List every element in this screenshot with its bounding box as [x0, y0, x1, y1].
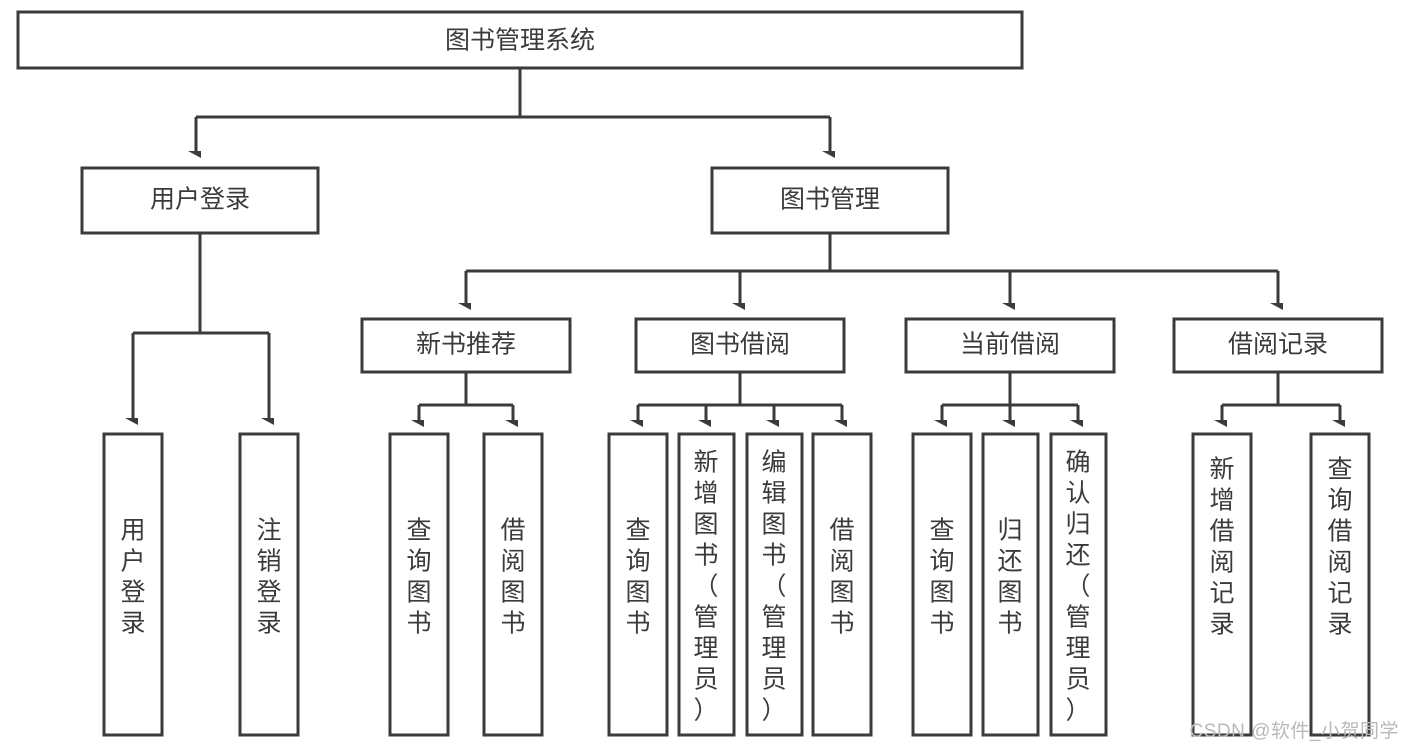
connector-current-to-leaves	[942, 372, 1078, 421]
leaf-return-book-label: 归还图书	[997, 517, 1022, 638]
leaf-add-borrow-record[interactable]: 新增借阅记录	[1191, 432, 1253, 737]
leaf-query-borrow-record-box[interactable]	[1309, 432, 1371, 737]
connector-borrow-to-leaves	[638, 372, 842, 421]
node-borrow-record-box[interactable]	[1172, 317, 1384, 374]
leaf-add-borrow-record-label: 新增借阅记录	[1209, 456, 1234, 639]
node-user-login-box[interactable]	[80, 166, 320, 235]
node-user-login[interactable]: 用户登录	[80, 166, 320, 235]
leaf-query-book-current-box[interactable]	[911, 432, 973, 737]
leaf-add-book-admin-label: 新增图书（管理员）	[693, 448, 718, 724]
leaf-borrow-book-box[interactable]	[811, 432, 873, 737]
node-book-borrow[interactable]: 图书借阅	[634, 317, 846, 374]
connector-userlogin-to-leaves	[133, 233, 269, 419]
leaf-confirm-return-admin[interactable]: 确认归还（管理员）	[1049, 432, 1108, 737]
node-root[interactable]: 图书管理系统	[16, 10, 1024, 70]
leaf-add-book-admin-box[interactable]	[677, 432, 736, 737]
leaf-user-login[interactable]: 用户登录	[102, 432, 164, 737]
connector-root-to-level1	[196, 68, 830, 152]
leaf-query-book-recommend[interactable]: 查询图书	[388, 432, 450, 737]
node-new-book-recommend[interactable]: 新书推荐	[360, 317, 572, 374]
leaf-query-borrow-record-label: 查询借阅记录	[1327, 456, 1352, 639]
node-current-borrow[interactable]: 当前借阅	[904, 317, 1116, 374]
leaf-logout-box[interactable]	[238, 432, 300, 737]
leaf-query-book-borrow-box[interactable]	[607, 432, 669, 737]
leaf-borrow-book[interactable]: 借阅图书	[811, 432, 873, 737]
leaf-query-book-borrow[interactable]: 查询图书	[607, 432, 669, 737]
node-book-borrow-box[interactable]	[634, 317, 846, 374]
node-book-management[interactable]: 图书管理	[710, 166, 950, 235]
connector-newbook-to-leaves	[419, 372, 513, 421]
leaf-return-book-box[interactable]	[981, 432, 1040, 737]
leaf-user-login-label: 用户登录	[120, 517, 145, 638]
leaf-add-book-admin[interactable]: 新增图书（管理员）	[677, 432, 736, 737]
leaf-query-book-current-label: 查询图书	[929, 517, 954, 638]
leaf-edit-book-admin-label: 编辑图书（管理员）	[761, 448, 786, 724]
node-book-borrow-label: 图书借阅	[690, 331, 790, 359]
node-new-book-recommend-box[interactable]	[360, 317, 572, 374]
connector-bookmgmt-to-level2	[466, 233, 1278, 304]
leaf-confirm-return-admin-box[interactable]	[1049, 432, 1108, 737]
node-borrow-record[interactable]: 借阅记录	[1172, 317, 1384, 374]
node-root-box[interactable]	[16, 10, 1024, 70]
leaf-return-book[interactable]: 归还图书	[981, 432, 1040, 737]
leaf-borrow-book-recommend[interactable]: 借阅图书	[482, 432, 544, 737]
node-current-borrow-label: 当前借阅	[960, 331, 1060, 359]
leaf-query-borrow-record[interactable]: 查询借阅记录	[1309, 432, 1371, 737]
node-new-book-recommend-label: 新书推荐	[416, 331, 516, 359]
leaf-query-book-recommend-label: 查询图书	[406, 517, 431, 638]
node-borrow-record-label: 借阅记录	[1228, 331, 1328, 359]
leaf-borrow-book-label: 借阅图书	[829, 517, 854, 638]
leaf-query-book-recommend-box[interactable]	[388, 432, 450, 737]
node-user-login-label: 用户登录	[150, 186, 250, 214]
leaf-borrow-book-recommend-box[interactable]	[482, 432, 544, 737]
leaf-logout-label: 注销登录	[256, 517, 281, 638]
leaf-add-borrow-record-box[interactable]	[1191, 432, 1253, 737]
leaf-query-book-current[interactable]: 查询图书	[911, 432, 973, 737]
node-book-management-label: 图书管理	[780, 186, 880, 214]
node-root-label: 图书管理系统	[445, 27, 595, 55]
node-current-borrow-box[interactable]	[904, 317, 1116, 374]
leaf-edit-book-admin[interactable]: 编辑图书（管理员）	[745, 432, 804, 737]
leaf-edit-book-admin-box[interactable]	[745, 432, 804, 737]
leaf-borrow-book-recommend-label: 借阅图书	[500, 517, 525, 638]
leaf-confirm-return-admin-label: 确认归还（管理员）	[1065, 448, 1090, 724]
node-book-management-box[interactable]	[710, 166, 950, 235]
connector-record-to-leaves	[1222, 372, 1340, 421]
leaf-logout[interactable]: 注销登录	[238, 432, 300, 737]
leaf-query-book-borrow-label: 查询图书	[625, 517, 650, 638]
leaf-user-login-box[interactable]	[102, 432, 164, 737]
